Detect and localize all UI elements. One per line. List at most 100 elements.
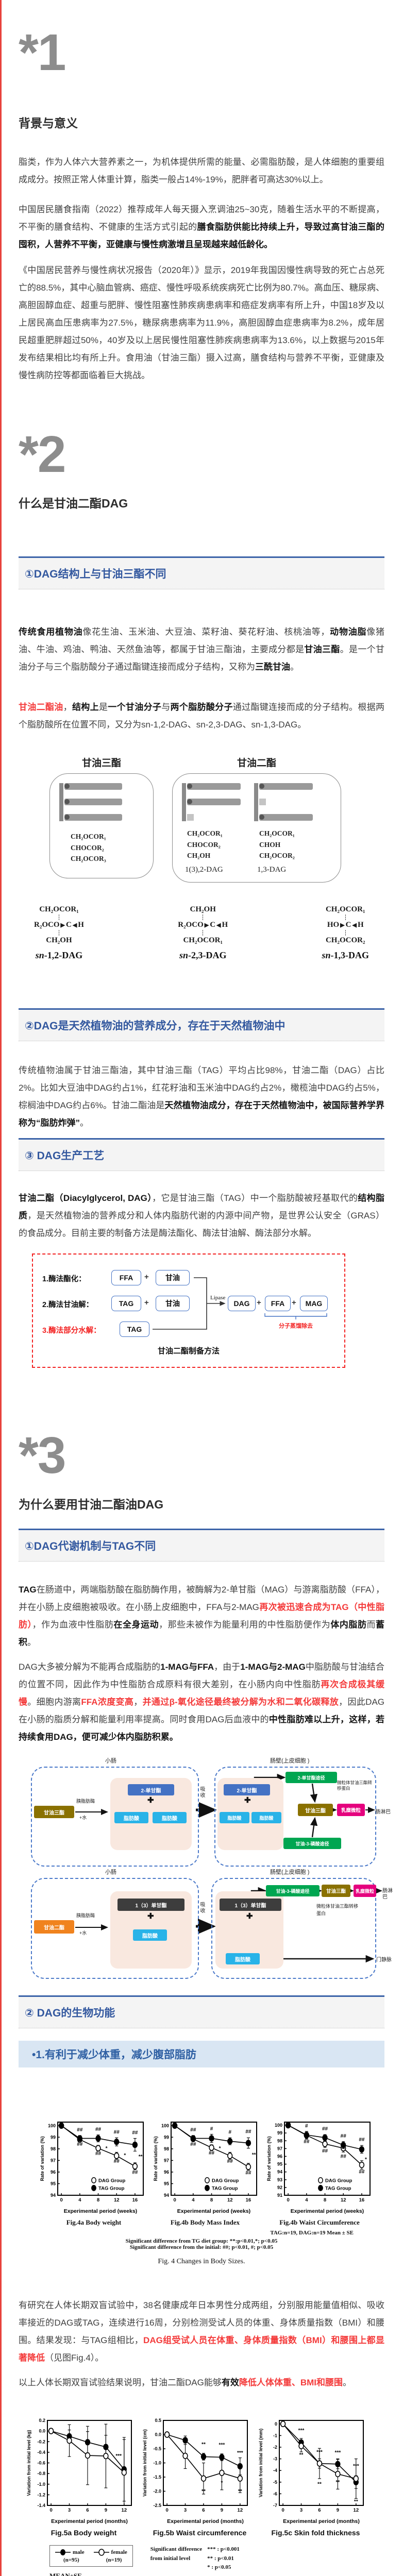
svg-text:0.5: 0.5 <box>155 2418 161 2423</box>
svg-text:96: 96 <box>164 2170 169 2175</box>
svg-text:##: ## <box>245 2129 251 2134</box>
section-header-5: ② DAG的生物功能 <box>19 1995 384 2028</box>
svg-text:Experimental period (months): Experimental period (months) <box>283 2518 360 2524</box>
fig4-captions: Fig.4a Body weight Fig.4b Body Mass Inde… <box>66 2218 360 2226</box>
svg-text:##: ## <box>190 2127 196 2133</box>
mag2-box: 2-单甘酯 <box>224 1784 270 1795</box>
svg-text:Rate of variation (%): Rate of variation (%) <box>153 2136 158 2181</box>
svg-text:-6: -6 <box>273 2491 277 2496</box>
svg-text:-1.0: -1.0 <box>153 2461 161 2466</box>
svg-text:4: 4 <box>192 2197 195 2203</box>
svg-text:96: 96 <box>277 2154 282 2159</box>
lipase-label: Lipase <box>210 1295 226 1301</box>
svg-text:0: 0 <box>173 2197 176 2203</box>
svg-text:16: 16 <box>246 2197 251 2203</box>
svg-text:98: 98 <box>164 2146 169 2151</box>
legend-box: male female (n=95) (n=19) <box>49 2545 133 2567</box>
svg-text:3: 3 <box>300 2507 303 2513</box>
svg-text:12: 12 <box>354 2507 359 2513</box>
tag-structure-box: CH₂OCOR₁ CHOCOR₂ CH₂OCOR₃ <box>49 773 154 878</box>
svg-text:***: *** <box>237 2450 243 2456</box>
svg-text:4: 4 <box>78 2197 81 2203</box>
svg-text:8: 8 <box>210 2197 213 2203</box>
sn23-structure: CH₂OH R₂OCO▶C◀H CH₂OCOR₁ sn-2,3-DAG <box>178 905 228 960</box>
intestine-zone-box <box>31 1767 199 1867</box>
svg-text:3: 3 <box>184 2507 187 2513</box>
absorb-label: 吸收 <box>199 1786 205 1799</box>
tag-comb-glyph <box>59 783 122 821</box>
heading-background: 背景与意义 <box>19 116 78 130</box>
dag-structure-box: CH₂OCOR₁ CHOCOR₂ CH₂OH 1(3),2-DAG <box>172 773 341 883</box>
dag-substrate-box: 甘油二酯 <box>34 1920 74 1934</box>
svg-text:100: 100 <box>275 2123 282 2128</box>
svg-text:***: *** <box>335 2450 341 2456</box>
sn13-structure: CH₂OCOR₁ HO▶C◀H CH₂OCOR₂ sn-1,3-DAG <box>322 905 369 960</box>
svg-text:**: ** <box>202 2442 206 2448</box>
svg-text:0.0: 0.0 <box>155 2432 161 2437</box>
svg-text:-0.5: -0.5 <box>153 2446 161 2451</box>
svg-text:##: ## <box>132 2130 138 2136</box>
svg-text:##: ## <box>114 2130 120 2136</box>
gutwall-zone-box <box>214 1767 376 1867</box>
dag-product-box: DAG <box>228 1296 256 1311</box>
svg-text:8: 8 <box>324 2197 326 2203</box>
svg-text:0: 0 <box>281 2507 284 2513</box>
svg-text:**: ** <box>238 2488 242 2494</box>
svg-text:3: 3 <box>68 2507 71 2513</box>
ffa-product-box: FFA <box>265 1296 291 1311</box>
svg-text:8: 8 <box>97 2197 99 2203</box>
paragraph: 有研究在人体长期双盲试验中，38名健康成年日本男性分成两组，分别服用能量值相似、… <box>19 2300 385 2363</box>
svg-text:#: # <box>305 2124 308 2129</box>
section-header-4: ①DAG代谢机制与TAG不同 <box>19 1529 384 1562</box>
svg-text:97: 97 <box>51 2158 56 2163</box>
svg-text:TAG Group: TAG Group <box>325 2185 351 2191</box>
svg-text:TAG Group: TAG Group <box>212 2185 238 2191</box>
mag13-box: 1（3）单甘酯 <box>117 1899 184 1911</box>
fig5-significance: Significant difference from initial leve… <box>150 2546 240 2571</box>
svg-text:4: 4 <box>305 2197 308 2203</box>
dag13-comb-glyph <box>254 783 313 821</box>
section-header-2: ②DAG是天然植物油的营养成分，存在于天然植物油中 <box>19 1008 384 1041</box>
svg-text:Experimental period (weeks): Experimental period (weeks) <box>291 2208 364 2214</box>
svg-text:*: * <box>219 2146 221 2151</box>
svg-text:Experimental period (weeks): Experimental period (weeks) <box>177 2208 250 2214</box>
process-row1-label: 1.酶法酯化： <box>42 1275 86 1283</box>
svg-text:Variation from initial level (: Variation from initial level (cm) <box>142 2429 147 2497</box>
mag2-box: 2-单甘酯 <box>128 1784 174 1795</box>
svg-text:##: ## <box>341 2133 347 2139</box>
sn-structures: CH₂OCOR₁ R₂OCO▶C◀H CH₂OH sn-1,2-DAG CH₂O… <box>34 905 369 961</box>
svg-text:95: 95 <box>164 2181 169 2186</box>
svg-text:9: 9 <box>105 2507 107 2513</box>
dag-production-diagram: 1.酶法酯化： FFA + 甘油 2.酶法甘油解： TAG + 甘油 3.酶法部… <box>32 1253 345 1368</box>
zone-small-intestine: 小肠 <box>105 1758 116 1764</box>
svg-text:6: 6 <box>202 2507 205 2513</box>
svg-text:*: * <box>106 2146 108 2151</box>
chylomicron-box: 乳糜微粒 <box>337 1804 365 1816</box>
svg-text:##: ## <box>95 2127 102 2132</box>
svg-text:94: 94 <box>51 2193 56 2198</box>
sn12-structure: CH₂OCOR₁ R₂OCO▶C◀H CH₂OH sn-1,2-DAG <box>34 905 84 960</box>
svg-text:0: 0 <box>165 2507 168 2513</box>
dag-structure-title: 甘油二酯 <box>237 758 276 769</box>
svg-text:16: 16 <box>359 2197 365 2203</box>
svg-text:95: 95 <box>51 2181 56 2186</box>
benefit-band-1: •1.有利于减少体重，减少腹部脂肪 <box>19 2041 384 2067</box>
structure-diagram-1: 甘油三酯 CH₂OCOR₁ CHOCOR₂ CH₂OCOR₃ <box>19 755 384 883</box>
male-marker <box>55 2549 71 2555</box>
svg-text:-0.2: -0.2 <box>37 2439 45 2444</box>
svg-text:100: 100 <box>48 2123 56 2128</box>
svg-text:-2.5: -2.5 <box>153 2503 161 2508</box>
zone-gut-wall: 肠壁(上皮细胞 ) <box>270 1758 310 1764</box>
lymph-label: 肠淋巴 <box>375 1809 391 1815</box>
process-caption: 甘油二酯制备方法 <box>157 1347 220 1355</box>
svg-text:##: ## <box>341 2154 347 2159</box>
heading-why-dag: 为什么要用甘油二酯油DAG <box>19 1498 164 1511</box>
svg-text:-1.4: -1.4 <box>37 2503 45 2508</box>
